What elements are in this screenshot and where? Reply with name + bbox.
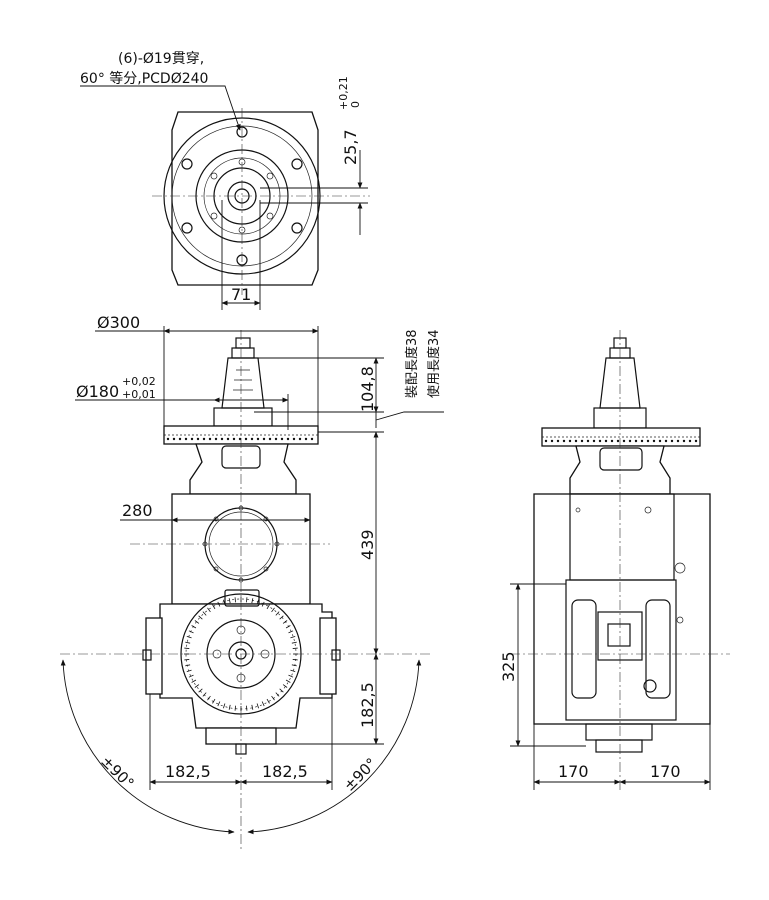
dim-280: 280 bbox=[122, 501, 153, 520]
tool-holder bbox=[213, 337, 275, 441]
dim-182-5-left: 182,5 bbox=[165, 762, 211, 781]
angle-left: ±90° bbox=[97, 752, 137, 792]
front-gear-ticks bbox=[166, 437, 314, 441]
dim-182-5-vertical: 182,5 bbox=[358, 682, 377, 728]
dim-dia180-tol-upper: +0,02 bbox=[122, 375, 156, 388]
usable-length: 使用長度34 bbox=[426, 329, 442, 398]
dim-dia300: Ø300 bbox=[97, 313, 140, 332]
dim-104-8: 104,8 bbox=[358, 366, 377, 412]
dim-170-left: 170 bbox=[558, 762, 589, 781]
side-gear-ticks bbox=[544, 439, 698, 443]
dim-offset-tol-lower: 0 bbox=[349, 101, 362, 108]
hole-note-line1: (6)-Ø19貫穿, bbox=[118, 51, 204, 67]
assembly-length: 裝配長度38 bbox=[404, 329, 420, 398]
dim-offset-tol-upper: +0,21 bbox=[337, 76, 350, 110]
hole-note-line2: 60° 等分,PCDØ240 bbox=[80, 70, 208, 87]
dim-dia180: Ø180 bbox=[76, 382, 119, 401]
dim-170-right: 170 bbox=[650, 762, 681, 781]
front-view: Ø300 Ø180 +0,02 +0,01 104,8 裝配長度38 使用長度3… bbox=[60, 313, 444, 850]
dim-dia180-tol-lower: +0,01 bbox=[122, 388, 156, 401]
dim-325: 325 bbox=[499, 651, 518, 682]
dim-182-5-right: 182,5 bbox=[262, 762, 308, 781]
top-view: (6)-Ø19貫穿, 60° 等分,PCDØ240 25,7 +0,21 0 7… bbox=[80, 51, 370, 310]
dim-offset: 25,7 bbox=[341, 129, 360, 165]
table-scale-ticks bbox=[184, 597, 298, 711]
angle-right: ±90° bbox=[340, 754, 380, 794]
side-view: 325 170 170 bbox=[499, 330, 730, 790]
dim-71: 71 bbox=[231, 285, 251, 304]
dim-439: 439 bbox=[358, 529, 377, 560]
